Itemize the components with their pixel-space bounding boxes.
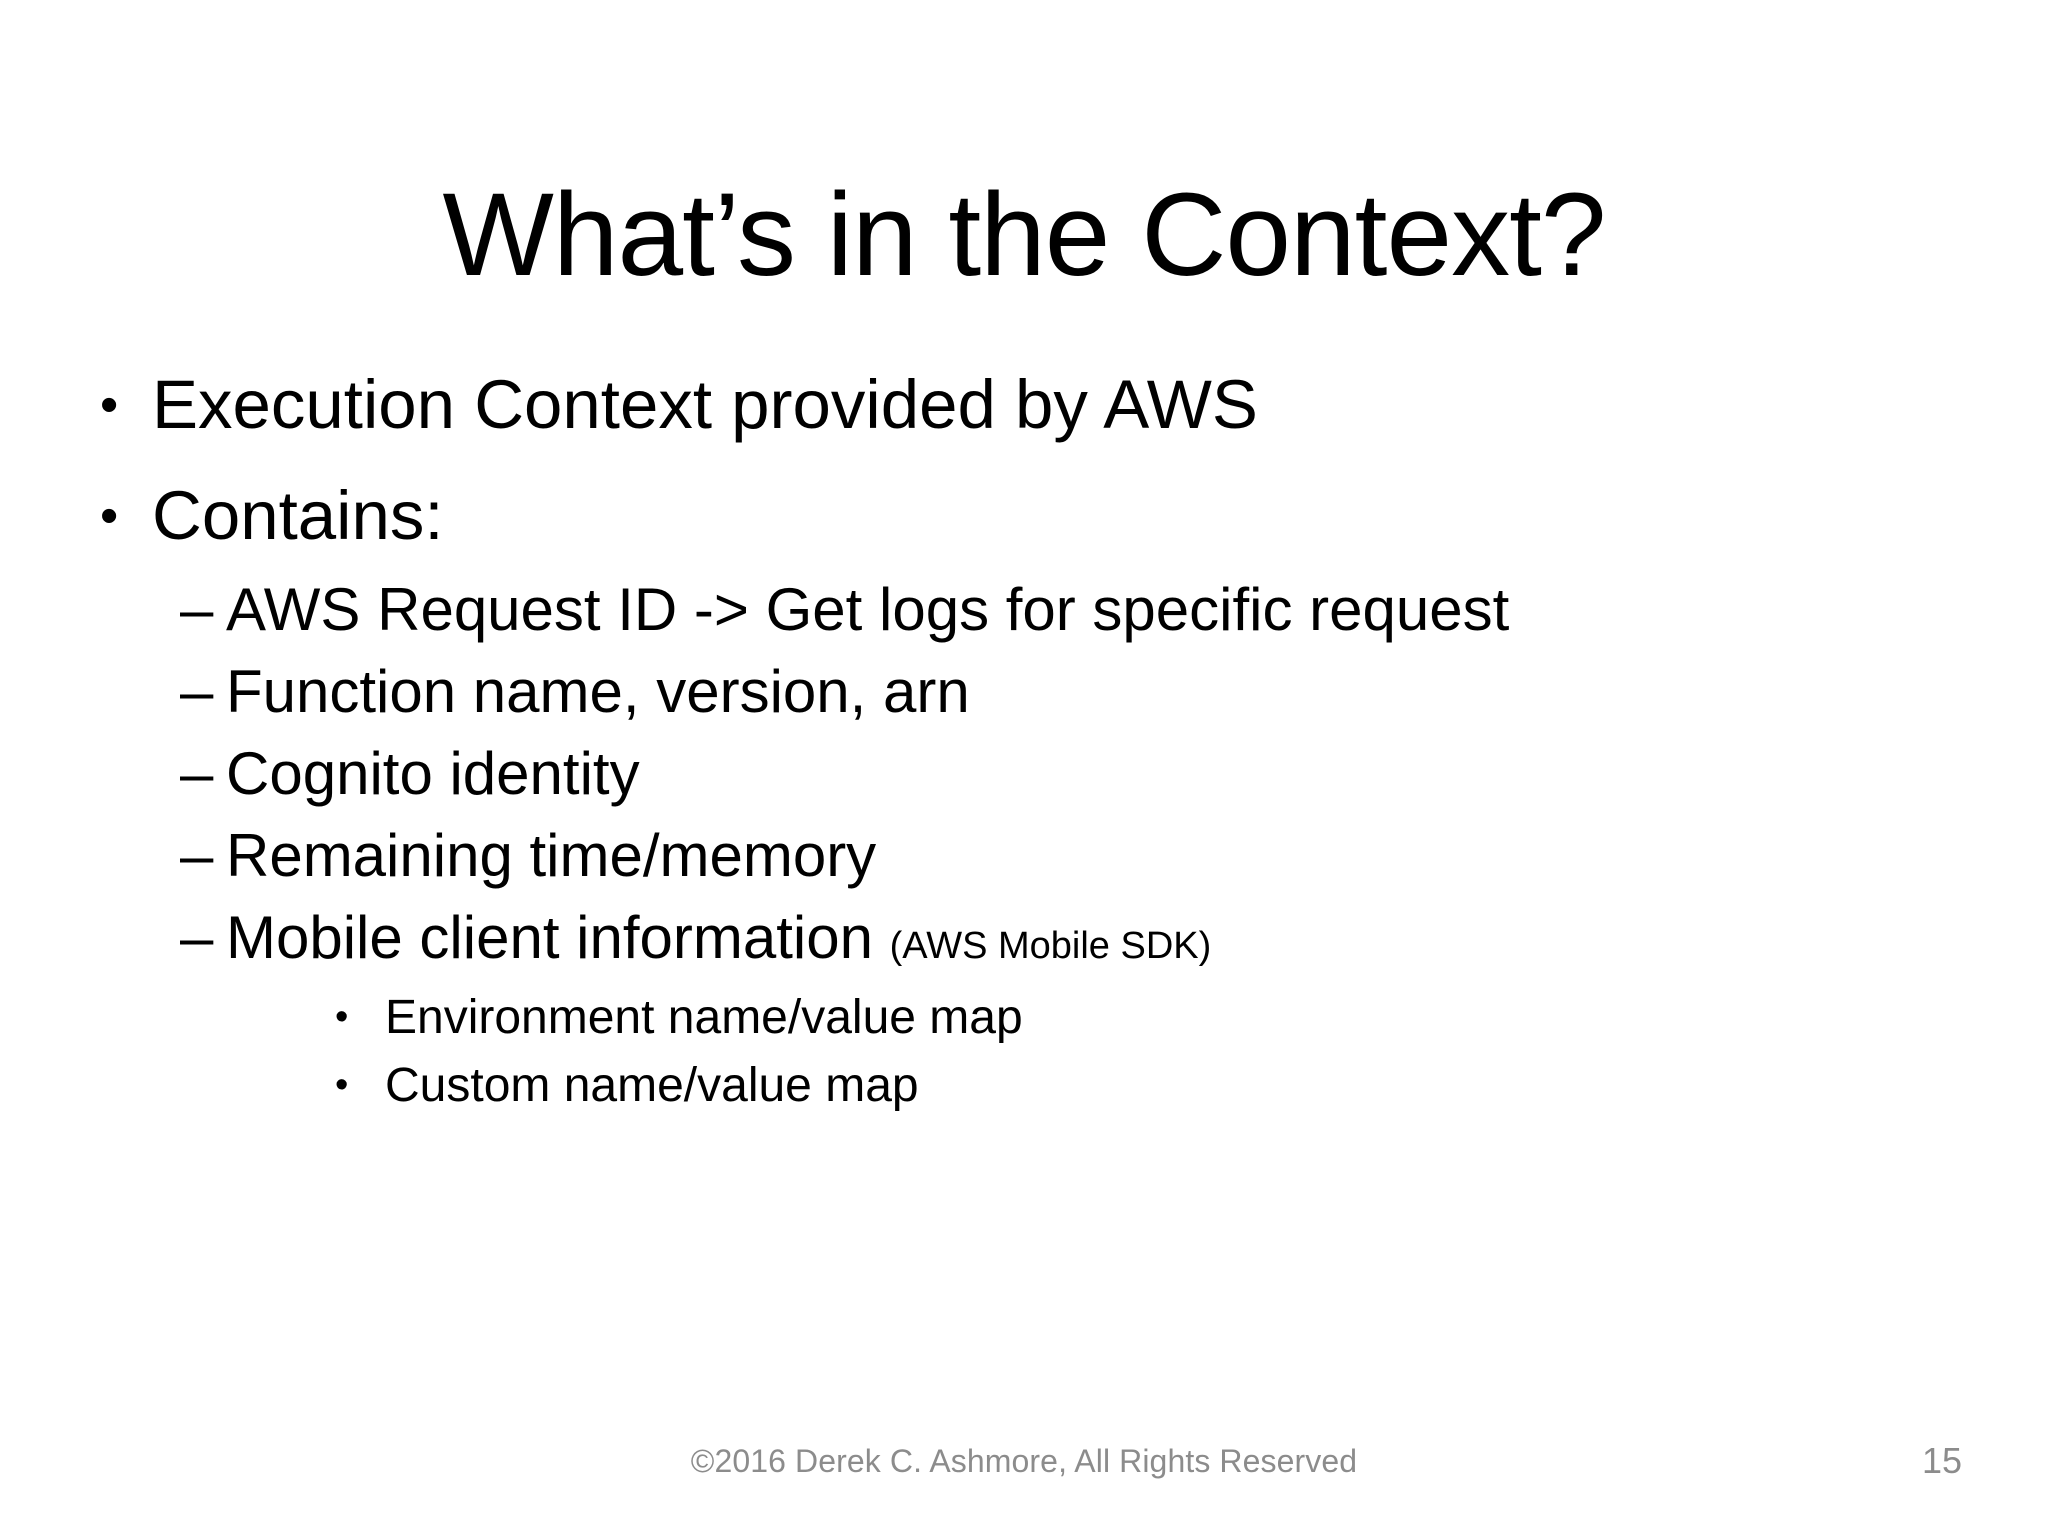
- bullet-dot-icon: •: [100, 376, 119, 434]
- list-item-note: (AWS Mobile SDK): [889, 925, 1212, 967]
- bullet-dot-small-icon: •: [335, 1064, 349, 1106]
- list-item-label: Cognito identity: [226, 740, 640, 807]
- list-item-label: Environment name/value map: [385, 991, 1023, 1044]
- list-item-label: Execution Context provided by AWS: [152, 366, 1258, 443]
- list-item-label: Function name, version, arn: [226, 658, 970, 725]
- bullet-dash-icon: –: [180, 822, 214, 889]
- list-item: – Cognito identity: [100, 744, 1980, 804]
- list-item: • Environment name/value map: [100, 994, 1980, 1042]
- list-item-label: Contains:: [152, 477, 444, 554]
- list-item-label: AWS Request ID -> Get logs for specific …: [226, 576, 1510, 643]
- page-title: What’s in the Context?: [442, 169, 1606, 302]
- footer-copyright: ©2016 Derek C. Ashmore, All Rights Reser…: [690, 1443, 1358, 1479]
- list-item: – Mobile client information (AWS Mobile …: [100, 908, 1980, 968]
- list-item: • Execution Context provided by AWS: [100, 370, 1980, 439]
- slide-body-content: • Execution Context provided by AWS • Co…: [100, 370, 1980, 1130]
- bullet-dash-icon: –: [180, 904, 214, 971]
- list-item-with-note: Mobile client information (AWS Mobile SD…: [226, 908, 1980, 968]
- page-number: 15: [1921, 1440, 1962, 1481]
- list-item: – Remaining time/memory: [100, 826, 1980, 886]
- list-item: – Function name, version, arn: [100, 662, 1980, 722]
- list-item-label: Mobile client information: [226, 904, 873, 971]
- list-item: • Contains:: [100, 481, 1980, 550]
- list-item-label: Remaining time/memory: [226, 822, 877, 889]
- bullet-dash-icon: –: [180, 740, 214, 807]
- list-item: – AWS Request ID -> Get logs for specifi…: [100, 580, 1980, 640]
- bullet-dash-icon: –: [180, 658, 214, 725]
- list-item: • Custom name/value map: [100, 1062, 1980, 1110]
- list-item-label: Custom name/value map: [385, 1059, 919, 1112]
- bullet-dash-icon: –: [180, 576, 214, 643]
- bullet-dot-small-icon: •: [335, 996, 349, 1038]
- bullet-dot-icon: •: [100, 487, 119, 545]
